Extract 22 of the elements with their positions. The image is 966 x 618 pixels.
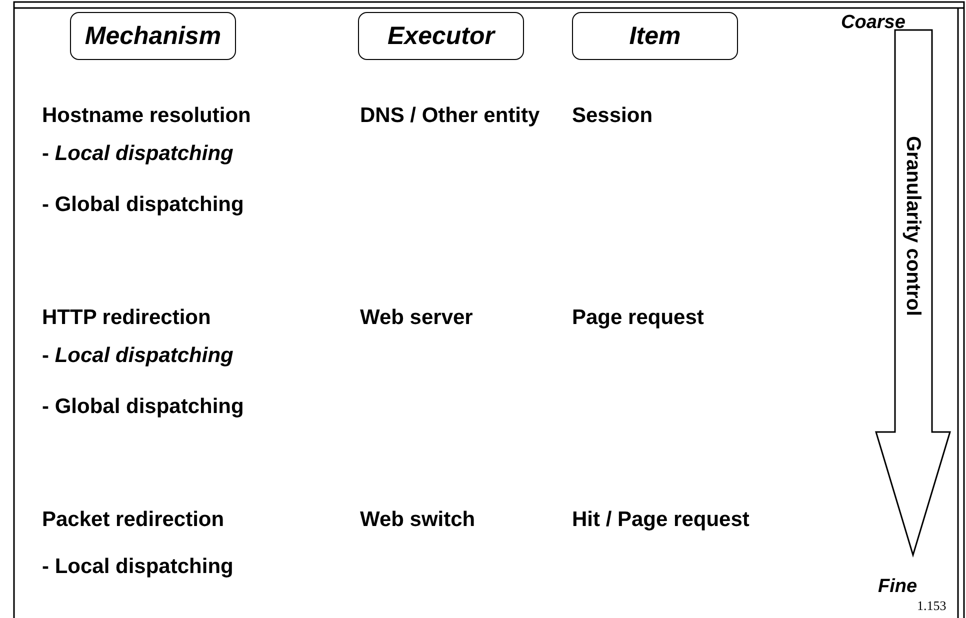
page-number: 1.153 <box>917 598 946 614</box>
table-text: Packet redirection <box>42 508 224 532</box>
table-text: Page request <box>572 306 704 330</box>
header-box: Executor <box>358 12 524 60</box>
header-box: Mechanism <box>70 12 236 60</box>
table-text: - Local dispatching <box>42 555 234 579</box>
table-text: - Local dispatching <box>42 142 234 166</box>
table-text: Hostname resolution <box>42 104 251 128</box>
table-text: HTTP redirection <box>42 306 211 330</box>
table-text: Hit / Page request <box>572 508 750 532</box>
header-box: Item <box>572 12 738 60</box>
down-arrow <box>876 30 950 556</box>
scale-label: Fine <box>878 576 918 598</box>
table-text: - Global dispatching <box>42 193 244 217</box>
table-text: Web server <box>360 306 473 330</box>
scale-label: Coarse <box>841 12 906 34</box>
arrow-label: Granularity control <box>901 136 925 316</box>
table-text: Web switch <box>360 508 476 532</box>
table-text: DNS / Other entity <box>360 104 540 128</box>
table-text: Session <box>572 104 653 128</box>
table-text: - Local dispatching <box>42 344 234 368</box>
table-text: - Global dispatching <box>42 395 244 419</box>
